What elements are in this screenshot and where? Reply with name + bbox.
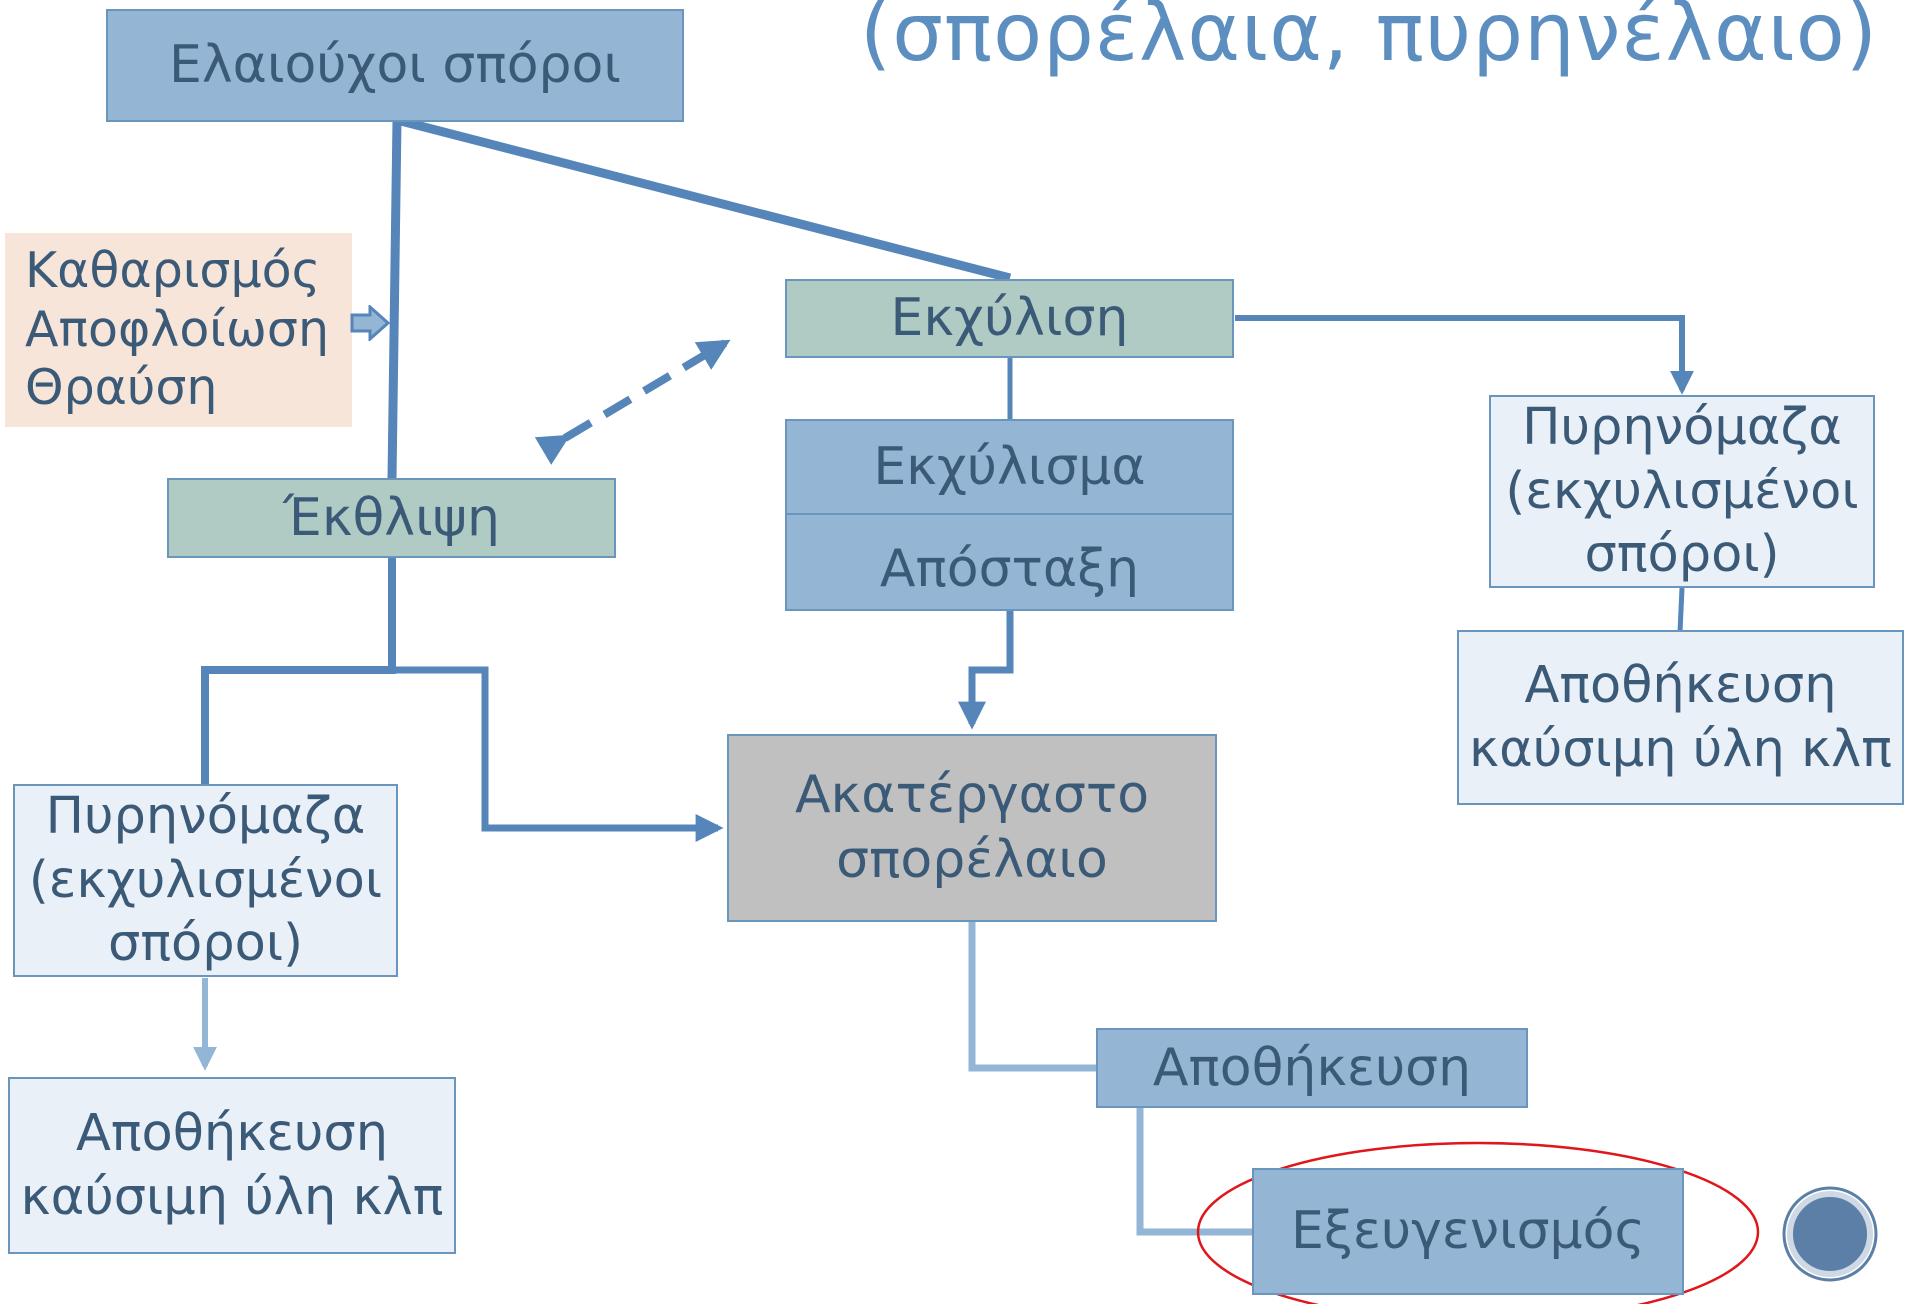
- node-storage-fuel-right: Αποθήκευση καύσιμη ύλη κλπ: [1457, 630, 1904, 805]
- node-residue-left: Πυρηνόμαζα (εκχυλισμένοι σπόροι): [13, 784, 398, 977]
- residue-left-line-1: Πυρηνόμαζα: [45, 786, 366, 846]
- node-refining: Εξευγενισμός: [1252, 1168, 1684, 1295]
- crude-oil-line-1: Ακατέργαστο: [794, 765, 1150, 825]
- connector-seeds-pressing: [387, 119, 402, 480]
- page-title: (σπορέλαια, πυρηνέλαιο): [860, 0, 1878, 79]
- residue-left-line-2: (εκχυλισμένοι: [28, 850, 383, 910]
- node-pressing: Έκθλιψη: [167, 478, 616, 558]
- node-storage-fuel-left: Αποθήκευση καύσιμη ύλη κλπ: [8, 1077, 456, 1254]
- node-extract-label: Εκχύλισμα: [873, 436, 1146, 497]
- residue-right-line-3: σπόροι): [1584, 525, 1780, 585]
- crude-oil-line-2: σπορέλαιο: [836, 830, 1108, 890]
- node-residue-right: Πυρηνόμαζα (εκχυλισμένοι σπόροι): [1489, 395, 1875, 588]
- pretreatment-line-dehulling: Αποφλοίωση: [25, 300, 330, 358]
- highlight-ellipse: [1196, 1141, 1760, 1304]
- node-distillation-label: Απόσταξη: [879, 538, 1140, 599]
- pretreatment-line-crushing: Θραύση: [25, 359, 218, 417]
- storage-fuel-left-line-1: Αποθήκευση: [75, 1103, 389, 1163]
- connector-pressing-crude-oil: [392, 666, 724, 842]
- connector-residue-storage-right: [1677, 587, 1685, 633]
- node-crude-oil: Ακατέργαστο σπορέλαιο: [727, 734, 1217, 922]
- nav-circle-icon[interactable]: [1782, 1186, 1878, 1282]
- node-pressing-label: Έκθλιψη: [283, 487, 500, 548]
- node-pretreatment: Καθαρισμός Αποφλοίωση Θραύση: [5, 233, 352, 427]
- residue-right-line-1: Πυρηνόμαζα: [1522, 397, 1842, 457]
- pretreatment-line-cleaning: Καθαρισμός: [25, 241, 321, 299]
- storage-fuel-left-line-2: καύσιμη ύλη κλπ: [20, 1167, 444, 1227]
- node-refining-label: Εξευγενισμός: [1291, 1201, 1645, 1262]
- node-oilseeds: Ελαιούχοι σπόροι: [106, 9, 684, 122]
- node-distillation: Απόσταξη: [787, 511, 1232, 609]
- connector-crude-oil-storage: [968, 922, 1096, 1072]
- node-extract: Εκχύλισμα: [787, 421, 1232, 515]
- connector-seeds-extraction: [395, 115, 1012, 283]
- connector-storage-refining: [1136, 1108, 1252, 1236]
- node-extract-distillation: Εκχύλισμα Απόσταξη: [785, 419, 1234, 611]
- dashed-double-arrow: [534, 339, 731, 465]
- connector-pressing-split: [201, 558, 396, 787]
- residue-left-line-3: σπόροι): [108, 914, 303, 974]
- storage-fuel-right-line-1: Αποθήκευση: [1524, 655, 1837, 715]
- connector-extraction-residue-right: [1235, 315, 1694, 395]
- node-extraction-label: Εκχύλιση: [890, 288, 1129, 349]
- connector-distillation-crude-oil: [958, 610, 1014, 730]
- pretreatment-arrow-icon: [350, 305, 391, 341]
- residue-right-line-2: (εκχυλισμένοι: [1505, 461, 1859, 521]
- node-storage-label: Αποθήκευση: [1152, 1037, 1472, 1098]
- storage-fuel-right-line-2: καύσιμη ύλη κλπ: [1469, 719, 1892, 779]
- node-extraction: Εκχύλιση: [785, 279, 1234, 358]
- node-oilseeds-label: Ελαιούχοι σπόροι: [169, 35, 621, 96]
- node-storage: Αποθήκευση: [1096, 1028, 1528, 1108]
